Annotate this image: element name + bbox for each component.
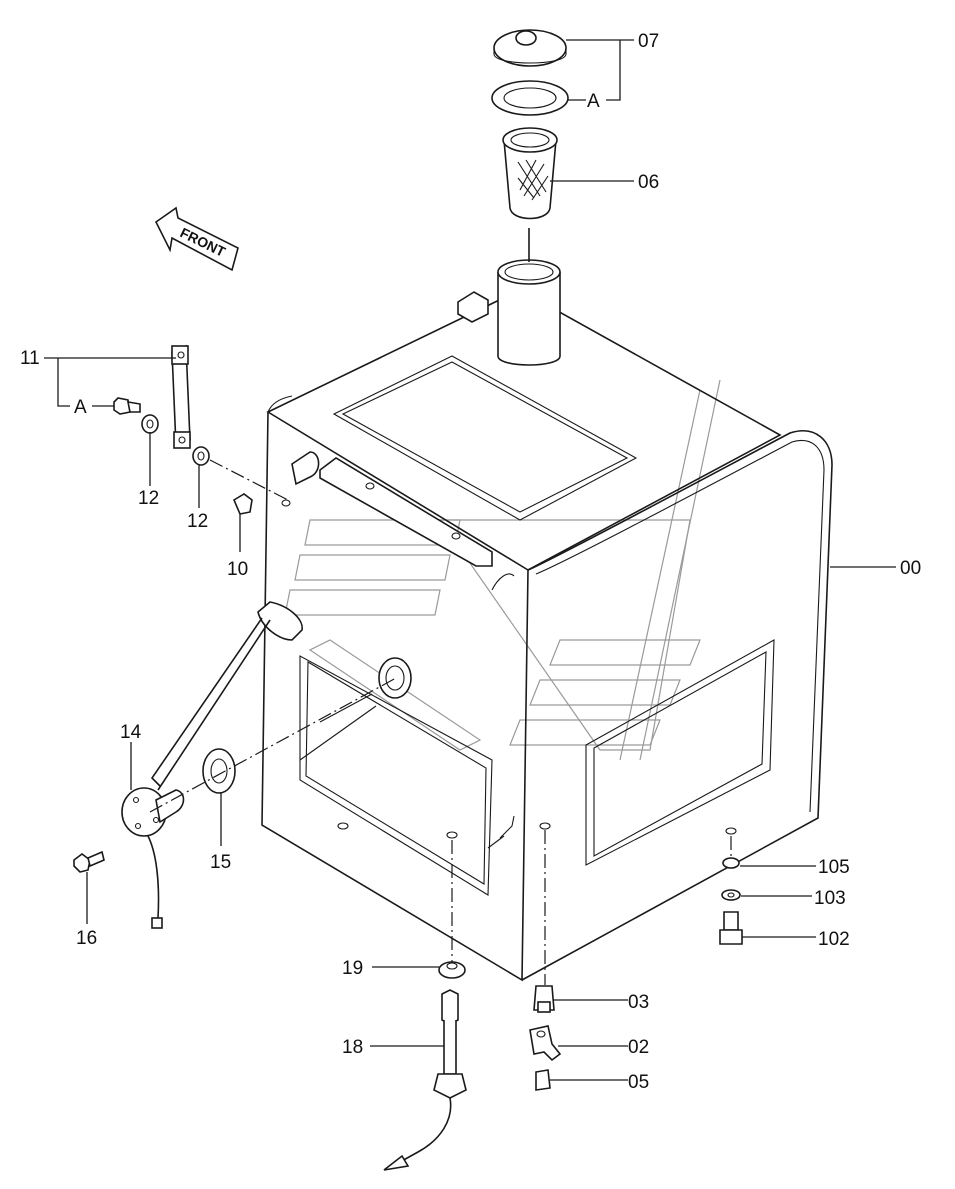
gauge-bolt (113, 397, 141, 415)
callout-19: 19 (342, 958, 363, 979)
callout-10: 10 (227, 559, 248, 580)
washer-105 (722, 857, 740, 869)
front-direction-arrow: FRONT (154, 206, 239, 272)
callout-labels: 07 A 06 11 A 12 12 10 00 14 15 16 105 10… (20, 31, 921, 1093)
callout-12-first: 12 (138, 488, 159, 509)
sender-gasket-15 (202, 748, 236, 794)
drain-fitting-03 (533, 985, 555, 1013)
lock-washer-103 (721, 889, 741, 901)
callout-18: 18 (342, 1037, 363, 1058)
level-gauge (171, 344, 191, 449)
callout-15: 15 (210, 852, 231, 873)
washer-12a (141, 414, 159, 434)
washer-12b (192, 446, 210, 466)
callout-12-second: 12 (187, 511, 208, 532)
gasket-ring (491, 80, 569, 116)
callout-00: 00 (900, 558, 921, 579)
sender-bolt-16 (73, 850, 105, 873)
bolt-102 (719, 911, 743, 945)
callout-11: 11 (20, 348, 40, 369)
callout-16: 16 (76, 928, 97, 949)
callout-03: 03 (628, 992, 649, 1013)
callout-105: 105 (818, 857, 850, 878)
plug-10 (232, 493, 253, 515)
filler-cap (493, 29, 567, 67)
callout-07: 07 (638, 31, 659, 52)
callout-02: 02 (628, 1037, 649, 1058)
drain-cock-02 (529, 1025, 562, 1062)
sender-guide-lines (299, 693, 377, 761)
strainer (502, 127, 558, 262)
callout-103: 103 (814, 888, 846, 909)
drain-plug-05 (535, 1069, 551, 1091)
fuel-tank (261, 259, 833, 982)
leader-lines (44, 39, 896, 1081)
centerline-gauge (209, 459, 289, 501)
callout-14: 14 (120, 722, 142, 743)
callout-06: 06 (638, 172, 659, 193)
callout-102: 102 (818, 929, 850, 950)
drain-gasket-19 (438, 961, 466, 979)
callout-a-left: A (74, 397, 87, 418)
callout-05: 05 (628, 1072, 649, 1093)
callout-a-top: A (587, 91, 600, 112)
drain-hose-18 (383, 989, 467, 1171)
